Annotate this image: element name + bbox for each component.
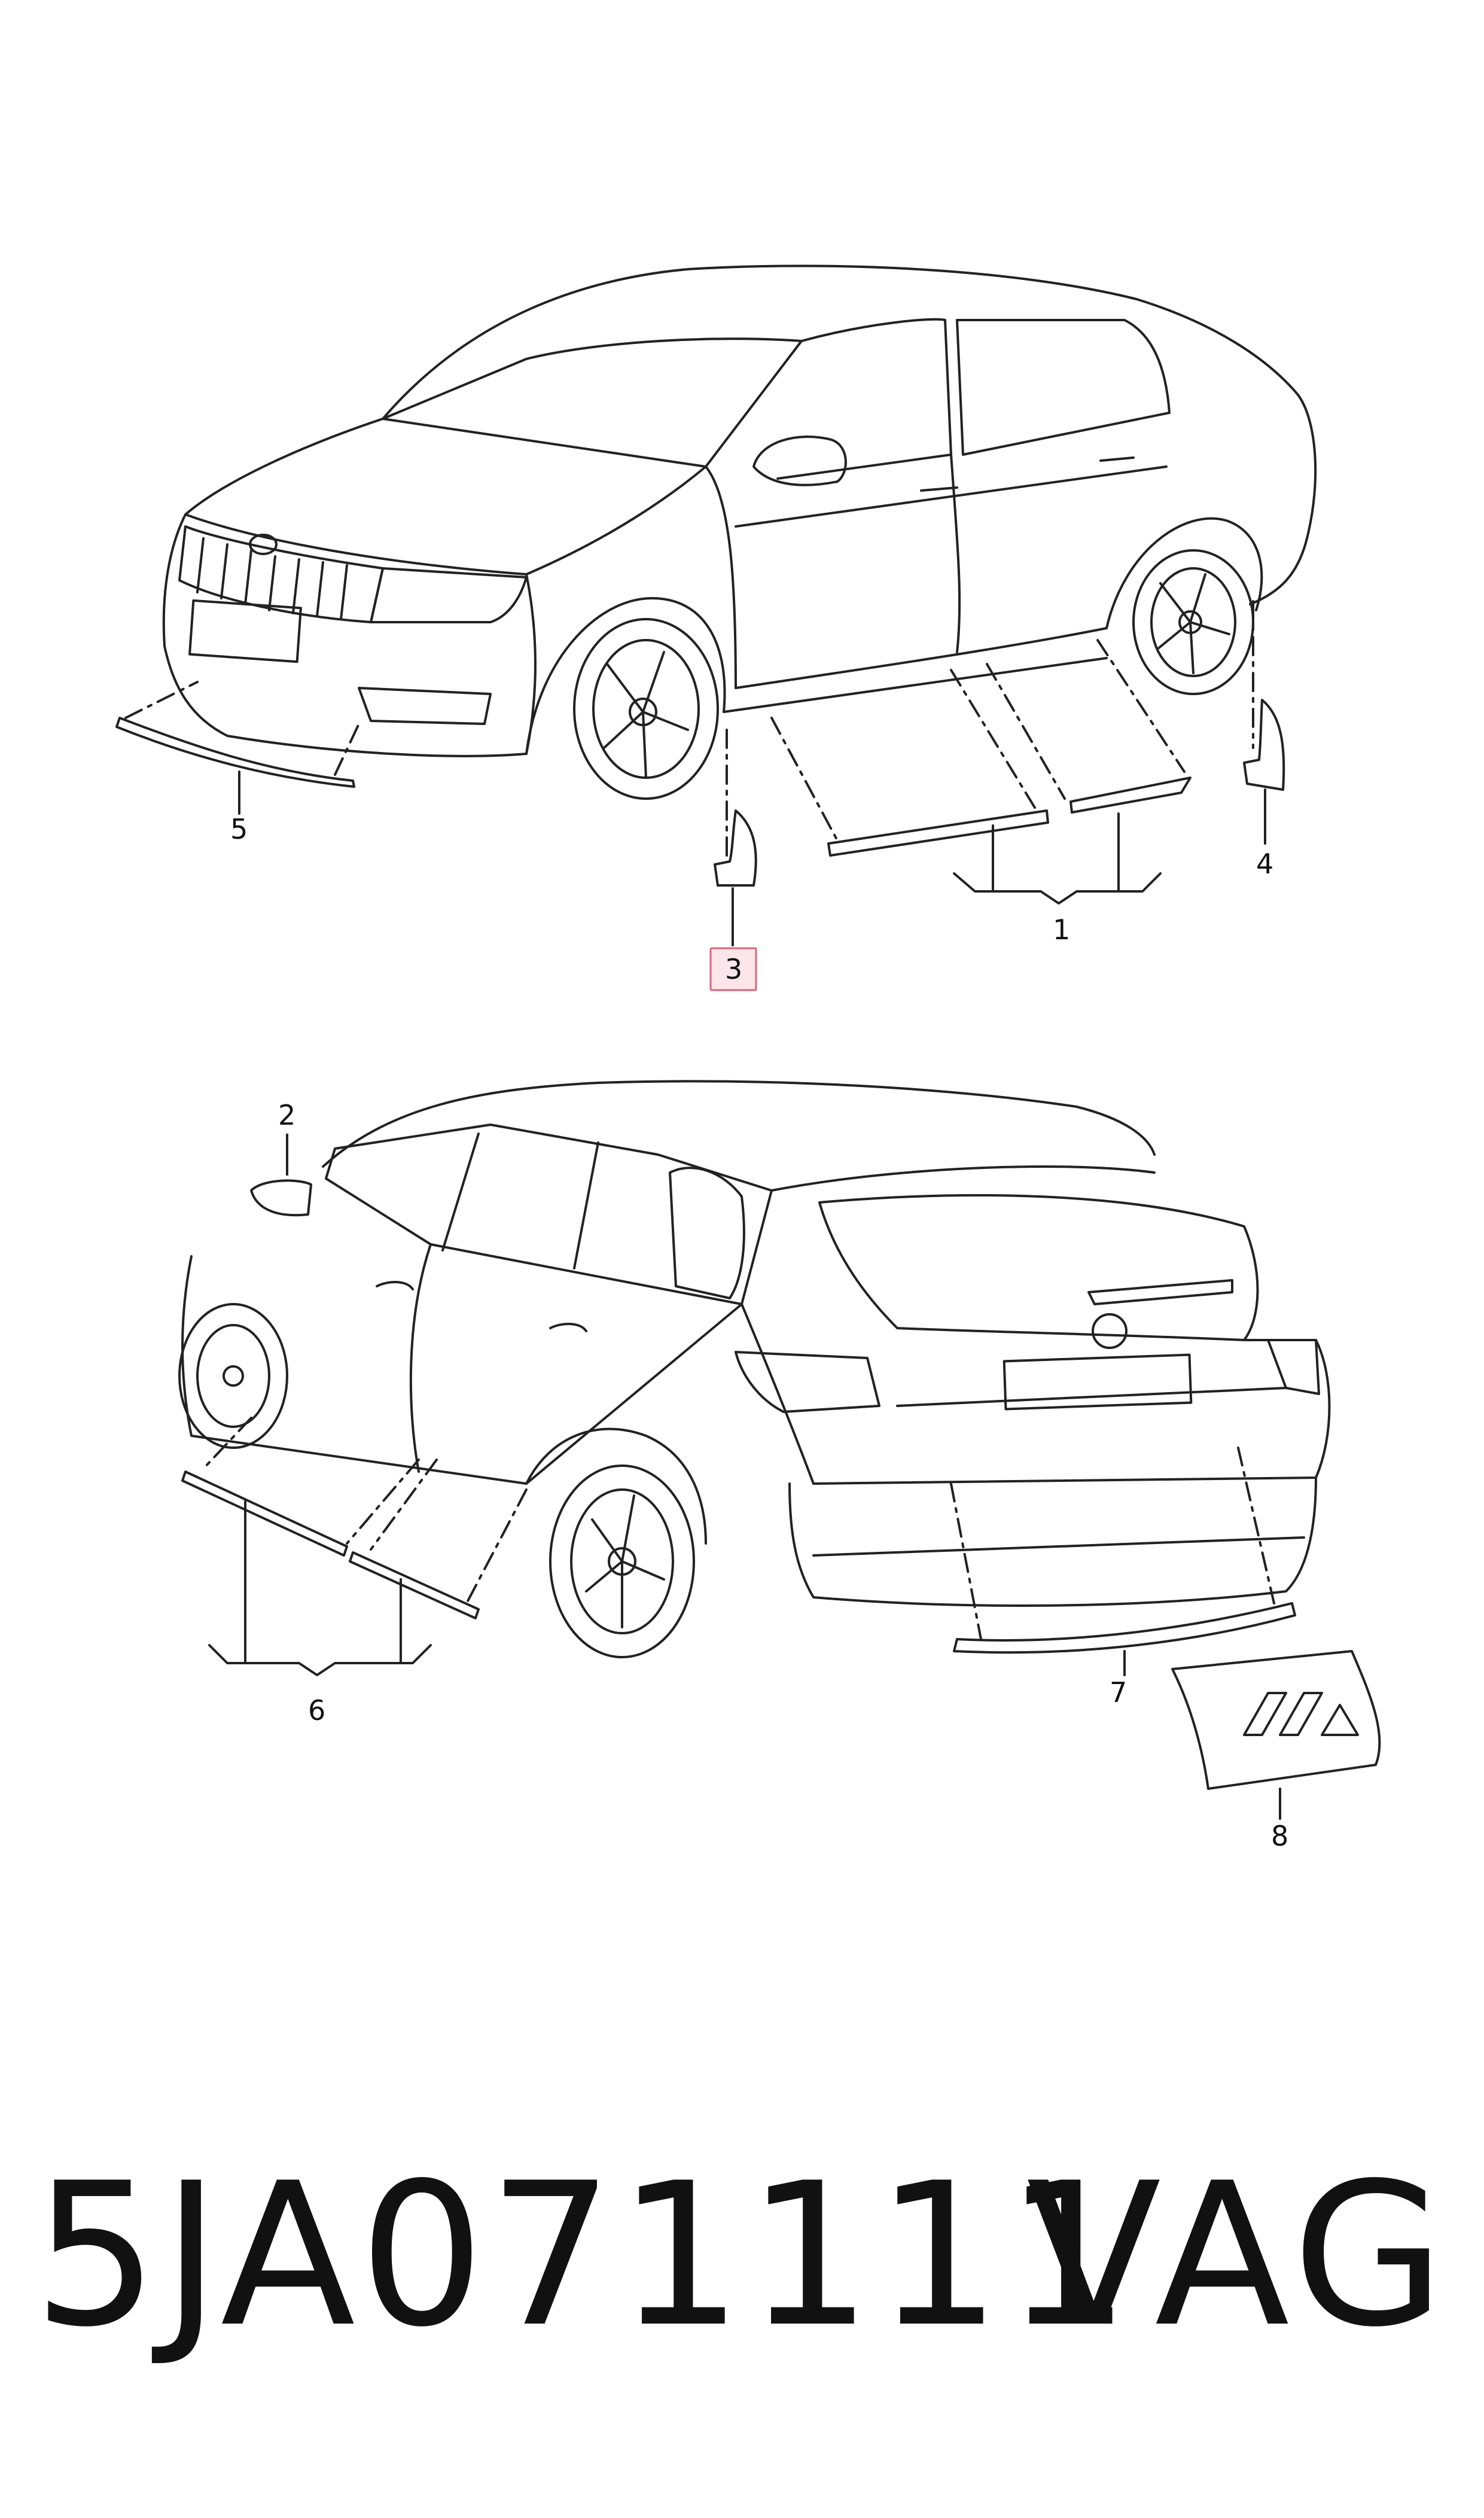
callout-8[interactable]: 8: [1271, 1820, 1288, 1852]
callout-6[interactable]: 6: [308, 1694, 325, 1727]
rear-parts: [181, 1417, 1381, 1820]
part-8-emblem-plate: [1171, 1650, 1381, 1790]
callout-7[interactable]: 7: [1110, 1676, 1127, 1709]
part-5-front-spoiler: [115, 717, 355, 788]
rear-car-outline: [178, 1080, 1331, 1658]
part-6-side-strip-front: [181, 1470, 348, 1557]
footer: 5JA071111 VAG: [0, 2130, 1484, 2465]
front-parts: [115, 600, 1285, 946]
part-6-side-strip-rear: [349, 1551, 480, 1619]
callout-2[interactable]: 2: [278, 1099, 295, 1131]
front-car-outline: [162, 264, 1317, 800]
callout-1[interactable]: 1: [1053, 914, 1070, 946]
part-4-rear-mudflap: [1243, 699, 1285, 791]
part-3-front-mudflap: [714, 809, 757, 887]
callout-5[interactable]: 5: [230, 813, 248, 845]
callout-labels: 1 2 3 4 5 6 7 8: [230, 813, 1288, 1852]
part-number: 5JA071111: [33, 2141, 1134, 2370]
callout-3[interactable]: 3: [725, 953, 742, 985]
callout-4[interactable]: 4: [1256, 848, 1273, 880]
part-1-sill-front: [827, 809, 1049, 857]
part-1-sill-rear: [1069, 777, 1192, 814]
brand-name: VAG: [1026, 2141, 1451, 2370]
callout-3-highlight[interactable]: 3: [709, 947, 757, 991]
part-7-rear-diffuser-strip: [953, 1602, 1296, 1654]
